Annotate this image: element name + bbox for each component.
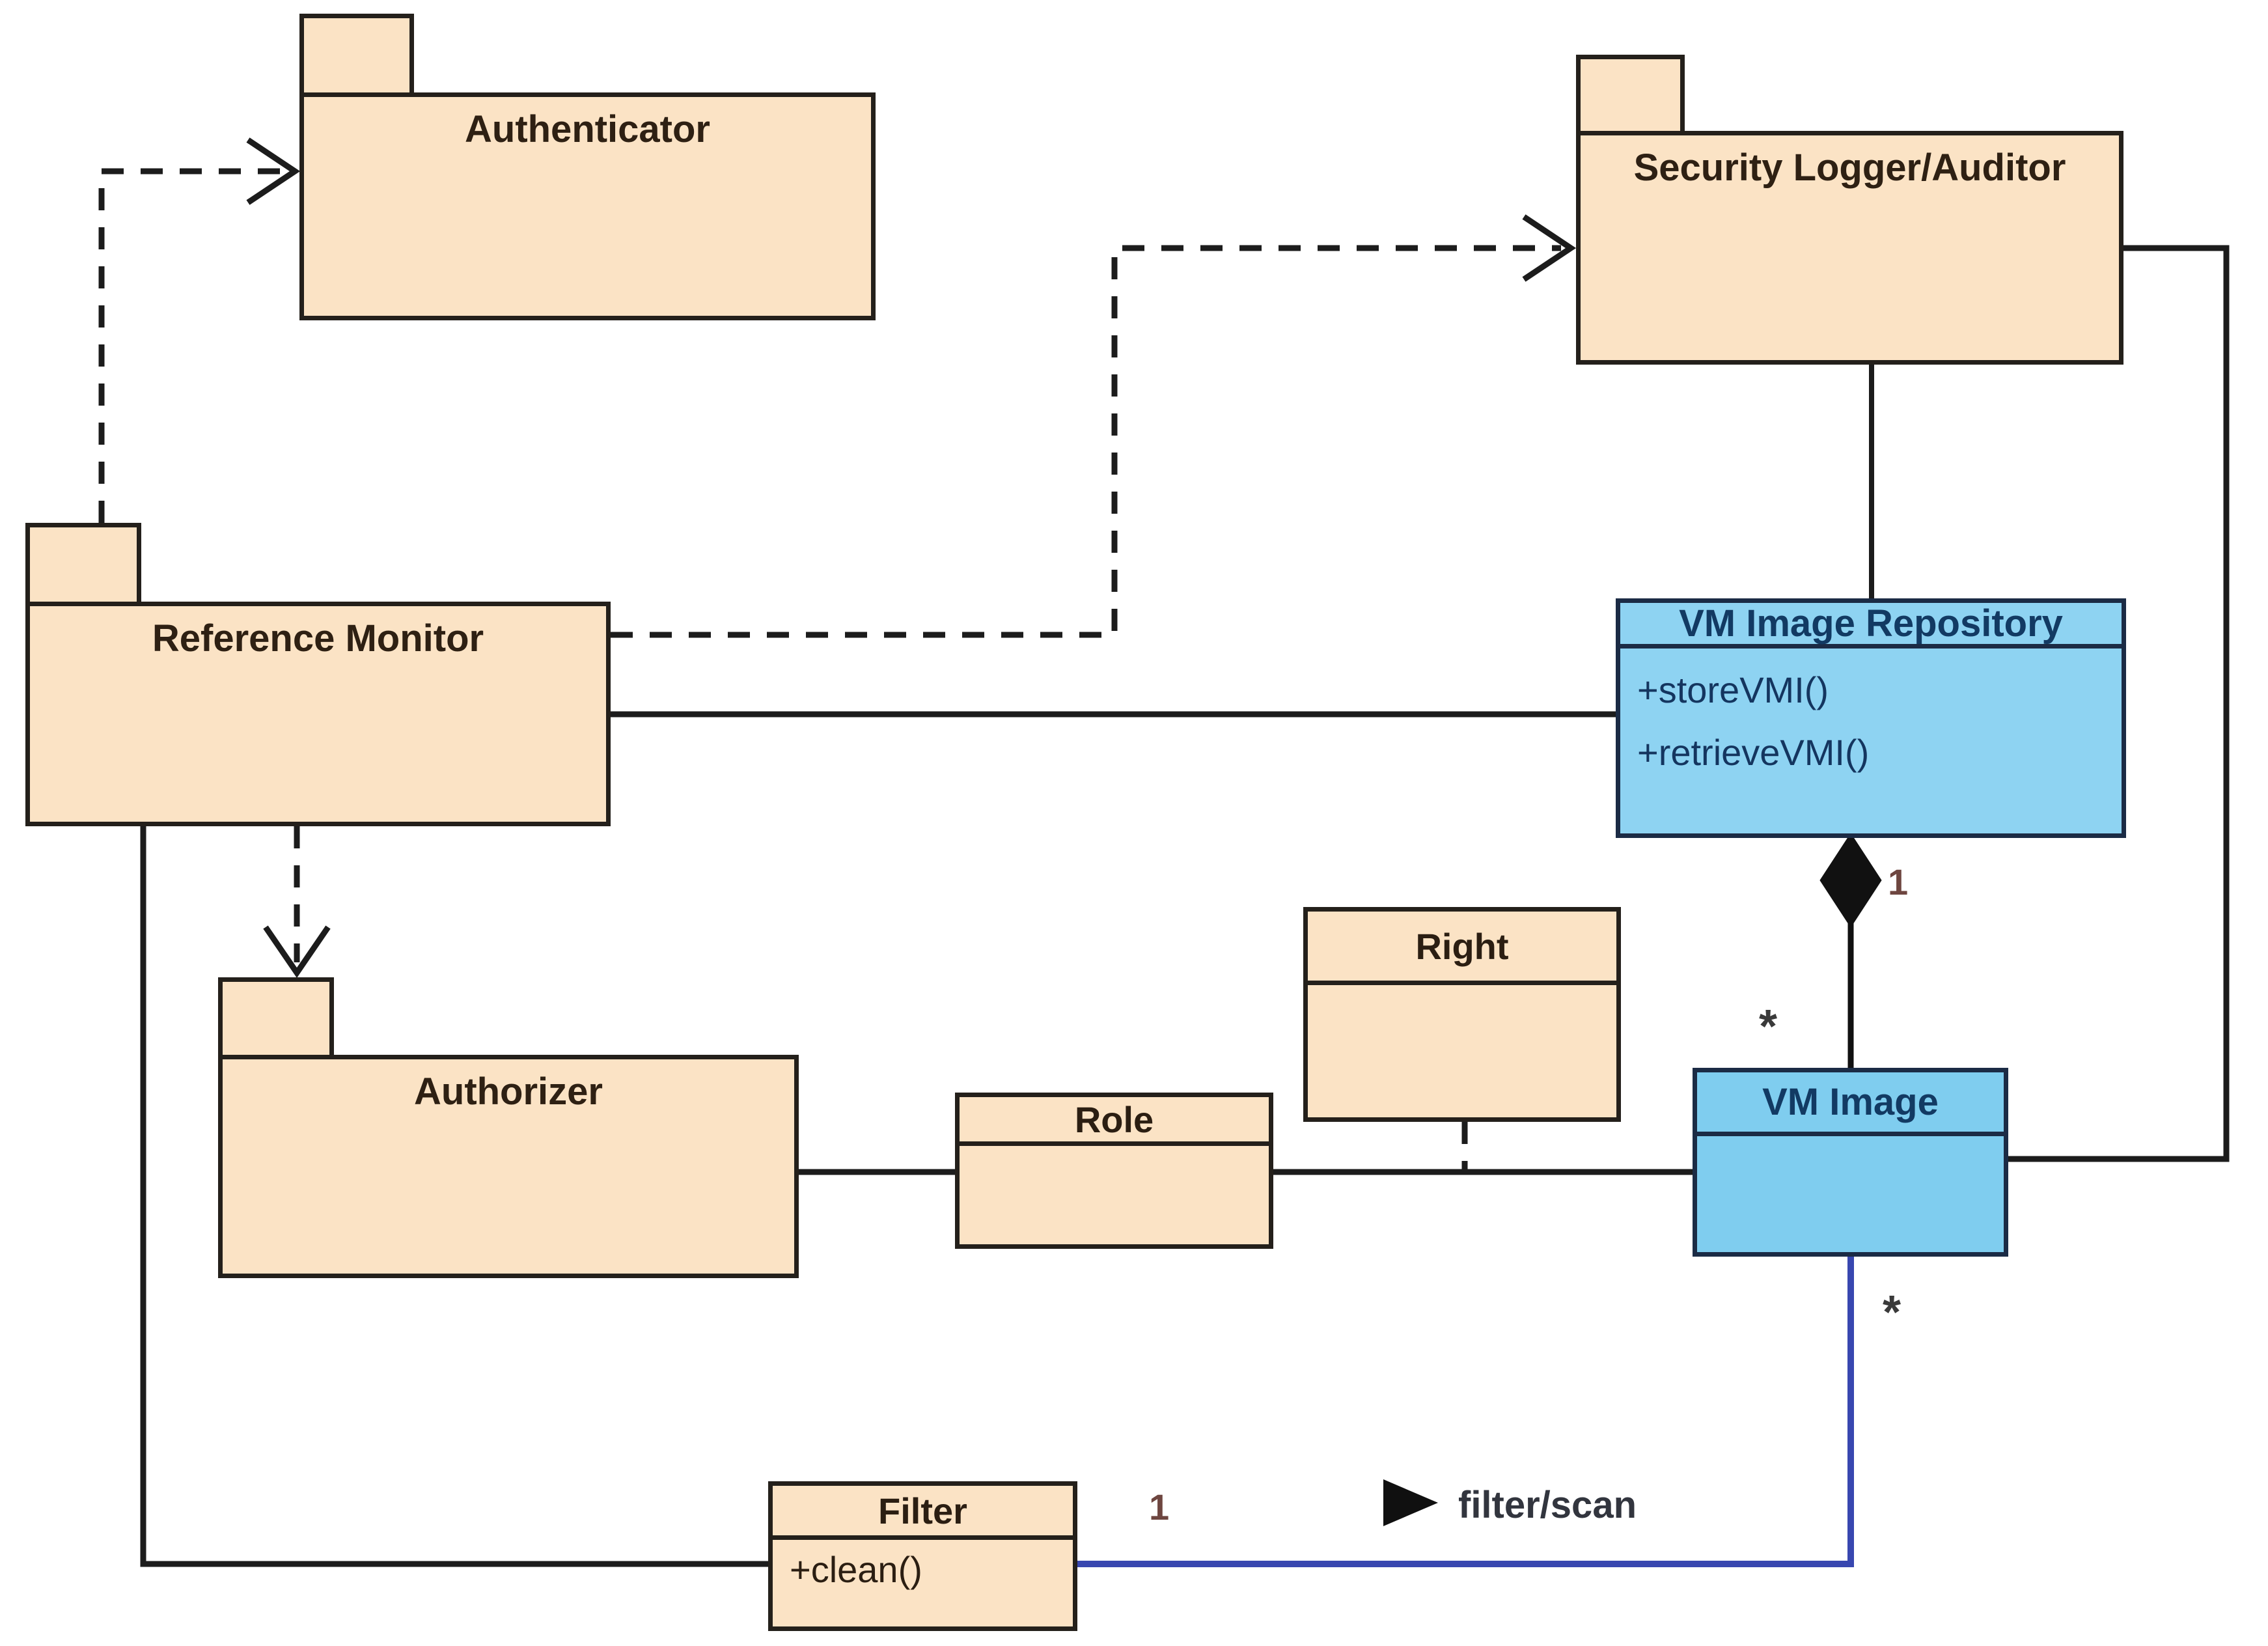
package-authorizer: Authorizer	[218, 1055, 799, 1278]
package-name-authorizer: Authorizer	[414, 1070, 603, 1113]
composition-diamond-icon	[1819, 833, 1882, 928]
class-title-role: Role	[960, 1097, 1269, 1146]
class-title-vm-image: VM Image	[1697, 1072, 2004, 1136]
package-reference-monitor: Reference Monitor	[25, 602, 611, 826]
method-clean: +clean()	[790, 1549, 922, 1590]
association-logger-vmimage	[2008, 245, 2230, 1162]
package-security-logger: Security Logger/Auditor	[1576, 131, 2123, 365]
class-vm-image-repository: VM Image Repository +storeVMI() +retriev…	[1616, 598, 2126, 838]
class-compartment-vm-image-empty	[1697, 1136, 2004, 1252]
class-title-filter: Filter	[773, 1486, 1073, 1540]
dependency-rm-to-security-logger	[611, 245, 1561, 638]
class-filter: Filter +clean()	[768, 1481, 1077, 1631]
open-arrowhead-icon	[246, 137, 301, 205]
class-title-right: Right	[1308, 912, 1616, 985]
package-name-security-logger: Security Logger/Auditor	[1633, 146, 2066, 189]
open-arrowhead-icon	[1522, 214, 1577, 282]
package-tab-authorizer	[218, 977, 334, 1059]
package-tab-reference-monitor	[25, 523, 141, 606]
package-name-authenticator: Authenticator	[465, 108, 710, 150]
class-methods-filter: +clean()	[773, 1540, 1073, 1626]
package-tab-security-logger	[1576, 55, 1685, 135]
association-label-filter-scan: filter/scan	[1458, 1484, 1637, 1526]
multiplicity-filterscan-many: *	[1883, 1287, 1902, 1339]
multiplicity-composition-many: *	[1759, 1001, 1778, 1053]
association-rm-filter	[140, 826, 768, 1567]
class-compartment-role-empty	[960, 1146, 1269, 1244]
package-tab-authenticator	[299, 14, 414, 97]
class-vm-image: VM Image	[1693, 1068, 2008, 1257]
package-name-reference-monitor: Reference Monitor	[152, 617, 484, 660]
association-filter-vmimage	[1077, 1257, 1854, 1567]
package-authenticator: Authenticator	[299, 92, 876, 320]
method-storevmi: +storeVMI()	[1637, 669, 1829, 710]
dependency-rm-to-authenticator	[98, 168, 285, 523]
class-compartment-right-empty	[1308, 985, 1616, 1117]
method-retrievevmi: +retrieveVMI()	[1637, 732, 1870, 773]
class-right: Right	[1303, 907, 1621, 1122]
class-title-vm-image-repository: VM Image Repository	[1620, 602, 2122, 649]
class-role: Role	[955, 1093, 1273, 1249]
open-arrowhead-icon	[263, 925, 331, 978]
multiplicity-composition-one: 1	[1888, 861, 1909, 902]
class-methods-vm-image-repository: +storeVMI() +retrieveVMI()	[1620, 649, 2122, 833]
multiplicity-filterscan-one: 1	[1149, 1486, 1170, 1527]
direction-triangle-icon	[1383, 1479, 1438, 1526]
